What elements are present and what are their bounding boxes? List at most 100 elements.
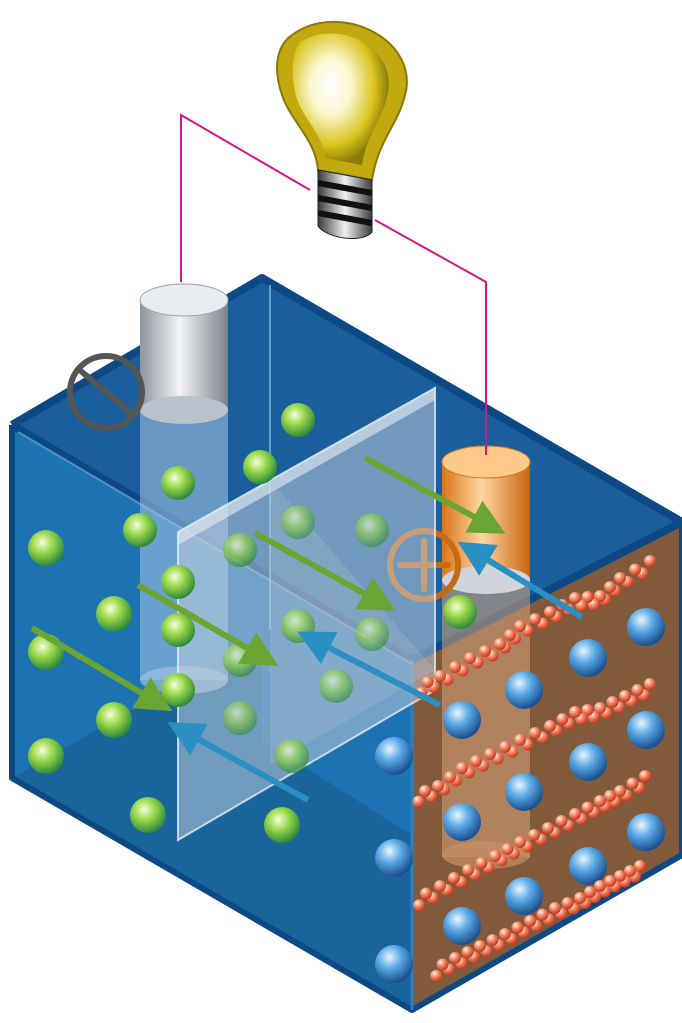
chain-bead [581,591,594,603]
blue-ion [505,877,543,915]
chain-bead [464,652,476,664]
chain-bead [624,865,636,877]
chain-bead [511,921,524,934]
circuit-wire [180,113,487,455]
chain-bead [489,850,501,862]
blue-arrow [297,631,442,708]
chain-bead [504,629,516,641]
chain-bead [544,606,556,618]
ion-flow-arrows [30,455,584,803]
chain-bead [434,880,446,892]
negative-sign-label: − [0,0,1,1]
chain-bead [644,555,656,567]
chain-bead [419,785,431,797]
chain-bead [631,684,644,696]
green-ion [223,701,257,735]
chain-bead [606,696,619,708]
chain-bead [544,720,556,732]
chain-bead [629,563,641,576]
chain-bead [569,592,581,604]
blue-ion [375,839,413,877]
blue-arrow [167,722,310,803]
chain-bead [514,734,526,746]
green-arrow [30,625,173,712]
green-ion [355,513,389,547]
chain-bead [614,870,626,882]
chain-bead [475,857,488,869]
chain-bead [569,706,581,718]
green-ion [319,669,353,703]
chain-bead [412,795,425,808]
chain-bead [594,702,606,714]
green-ion [130,797,166,833]
negative-terminal-icon: − [0,0,145,431]
bulb-base [317,169,373,239]
blue-ion [627,813,665,851]
chain-bead [542,822,554,834]
chain-bead [594,795,606,807]
chain-bead [514,620,526,632]
green-ion [96,702,132,738]
chain-bead [432,780,444,792]
chain-bead [501,843,514,855]
chain-bead [581,704,594,716]
chain-bead [594,880,606,892]
chain-bead [514,836,526,848]
chain-bead [581,801,594,814]
chain-bead [479,645,491,657]
chain-bead [470,755,482,767]
green-arrow [136,582,279,666]
chain-bead [524,915,536,927]
blue-ion [505,671,543,709]
chain-bead [420,887,432,900]
green-ion [281,505,315,539]
chain-bead [604,581,616,593]
blue-ion [375,737,413,775]
chain-bead [456,762,468,774]
chain-bead [561,897,574,909]
chain-bead [499,741,511,753]
molecule-chains [412,555,656,982]
chain-bead [448,872,460,884]
green-ion [28,530,64,566]
chain-bead [614,785,626,797]
chain-bead [413,899,425,912]
chain-bead [461,946,474,958]
chain-bead [421,676,434,688]
green-ion [161,565,195,599]
chain-bead [555,815,568,827]
chain-bead [536,908,549,921]
chain-bead [436,958,449,971]
blue-ion [505,773,543,811]
chain-bead [574,892,586,904]
green-ion [28,738,64,774]
chain-bead [486,934,499,946]
light-bulb-icon [276,20,408,239]
chain-bead [619,690,631,702]
blue-ions [375,608,665,983]
chain-bead [449,661,461,673]
green-ion [281,403,315,437]
chain-bead [594,590,606,602]
chain-bead [639,770,651,782]
green-ion [443,595,477,629]
blue-ion [443,907,481,945]
chain-bead [499,928,511,940]
green-ion [96,596,132,632]
chain-bead [549,902,561,914]
chain-bead [434,670,446,682]
chain-bead [604,790,616,802]
blue-ion [443,803,481,841]
chain-bead [462,864,474,876]
green-ion [223,533,257,567]
chain-bead [644,678,656,690]
chain-bead [449,952,461,964]
blue-ion [627,608,665,646]
blue-ion [569,639,607,677]
green-ions [28,403,477,843]
chain-bead [430,969,443,982]
chain-bead [584,886,596,898]
chain-bead [626,777,639,790]
green-ion [355,617,389,651]
